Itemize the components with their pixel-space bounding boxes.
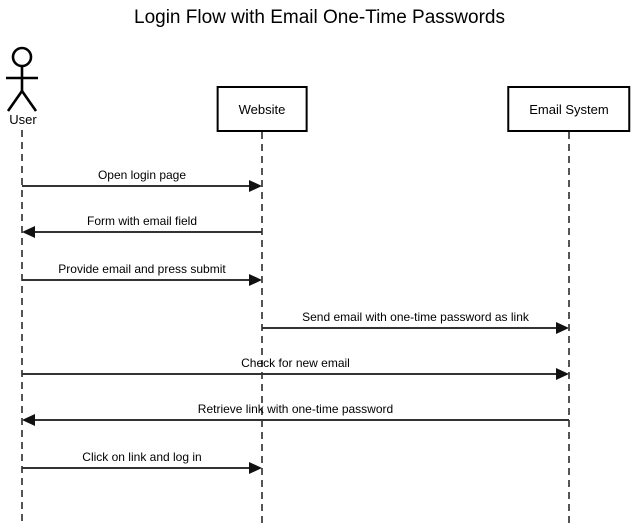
participant-label-website: Website — [238, 101, 286, 117]
message-label: Open login page — [97, 168, 187, 182]
message-line — [262, 327, 558, 329]
lifeline-email — [568, 132, 570, 526]
message-arrowhead-icon — [249, 462, 262, 474]
message-line — [22, 467, 251, 469]
message-line — [33, 231, 262, 233]
user-actor-icon — [6, 46, 38, 112]
lifeline-website — [261, 132, 263, 526]
message-label: Check for new email — [241, 356, 350, 370]
message-label: Click on link and log in — [82, 450, 202, 464]
participant-label-email: Email System — [529, 101, 609, 117]
message-label: Form with email field — [86, 214, 198, 228]
message-label: Retrieve link with one-time password — [197, 402, 394, 416]
message-arrowhead-icon — [556, 322, 569, 334]
message-arrowhead-icon — [249, 180, 262, 192]
message-arrowhead-icon — [249, 274, 262, 286]
message-arrowhead-icon — [556, 368, 569, 380]
lifeline-user — [21, 130, 23, 526]
participant-box-email: Email System — [507, 86, 631, 132]
participant-box-website: Website — [216, 86, 308, 132]
message-line — [22, 373, 558, 375]
message-line — [22, 185, 251, 187]
diagram-title: Login Flow with Email One-Time Passwords — [134, 7, 505, 28]
message-line — [33, 419, 569, 421]
message-line — [22, 279, 251, 281]
message-arrowhead-icon — [22, 414, 35, 426]
participant-label-user: User — [9, 112, 37, 127]
message-label: Send email with one-time password as lin… — [302, 310, 529, 324]
message-label: Provide email and press submit — [58, 262, 226, 276]
actor-user — [1, 46, 43, 119]
message-arrowhead-icon — [22, 226, 35, 238]
